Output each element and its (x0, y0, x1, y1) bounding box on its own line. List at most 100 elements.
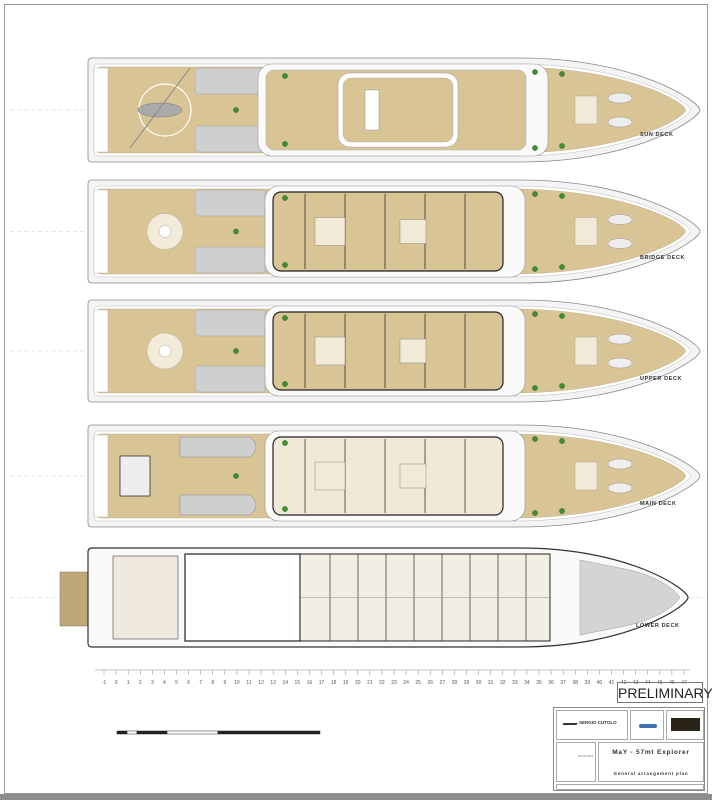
table (158, 344, 172, 358)
ruler-tick-label: 14 (282, 680, 288, 686)
aft-steps (93, 189, 109, 274)
plant-icon (233, 473, 239, 479)
scale-bar-segment (126, 730, 138, 735)
jetski-icon (607, 238, 633, 249)
plant-icon (559, 193, 565, 199)
helicopter-icon (137, 102, 183, 118)
ruler-tick-label: 43 (633, 680, 639, 686)
plant-icon (282, 440, 288, 446)
plant-icon (559, 383, 565, 389)
ruler-tick-label: 20 (355, 680, 361, 686)
ruler-tick-label: 15 (295, 680, 301, 686)
plant-icon (532, 266, 538, 272)
foredeck-lounge (574, 217, 598, 246)
jetski-icon (607, 458, 633, 470)
ruler-tick-label: 3 (151, 680, 154, 686)
scale-bar-segment (136, 730, 168, 735)
jetski-icon (607, 116, 633, 128)
plant-icon (559, 264, 565, 270)
designer-logo-icon (562, 723, 578, 725)
ruler-tick-label: 31 (488, 680, 494, 686)
ruler-tick-label: 16 (307, 680, 313, 686)
plant-icon (532, 311, 538, 317)
disclaimer-cell (556, 784, 704, 790)
side-deck-starboard (194, 246, 266, 274)
plant-icon (282, 315, 288, 321)
deck-upper: UPPER DECK (10, 299, 705, 403)
side-deck-starboard (194, 365, 266, 393)
ruler-tick-label: -1 (102, 680, 107, 686)
jetski-icon (607, 482, 633, 494)
plant-icon (233, 107, 239, 113)
aft-steps (93, 434, 109, 518)
plant-icon (559, 143, 565, 149)
info-fields: 22.05.2014 (556, 742, 596, 782)
deck-main: MAIN DECK (10, 424, 705, 528)
drawing-title: General arrangement plan (613, 771, 689, 776)
drawing-frame (4, 4, 708, 794)
ruler-tick-label: 4 (163, 680, 166, 686)
ruler-tick-label: 27 (440, 680, 446, 686)
ruler-tick-label: 34 (524, 680, 530, 686)
ruler-tick-label: 30 (476, 680, 482, 686)
designer-logo-cell: SERGIO CUTOLO (556, 710, 628, 740)
ruler-tick-label: 39 (585, 680, 591, 686)
ruler-tick-label: 46 (669, 680, 675, 686)
rotor-blade (129, 67, 191, 149)
jetski-icon (607, 357, 633, 369)
ruler-tick-label: 41 (609, 680, 615, 686)
interior (272, 311, 504, 391)
ruler-tick-label: 13 (270, 680, 276, 686)
table (158, 225, 172, 238)
tender-starboard (179, 494, 257, 516)
plant-icon (233, 228, 239, 235)
ruler-tick-label: 0 (115, 680, 118, 686)
deck-sun: SUN DECK (10, 57, 705, 163)
plant-icon (282, 141, 288, 147)
project-cell: MaY - 57mt Explorer General arrangement … (598, 742, 704, 782)
flybridge-deck (342, 77, 454, 143)
ruler-tick-label: 6 (187, 680, 190, 686)
plant-icon (282, 73, 288, 79)
jetski-icon (607, 214, 633, 225)
ruler-tick-label: 28 (452, 680, 458, 686)
foredeck-lounge (574, 95, 598, 125)
aft-stairs (119, 455, 151, 497)
plant-icon (532, 436, 538, 442)
ruler-tick-label: 18 (331, 680, 337, 686)
plant-icon (559, 313, 565, 319)
side-deck-port (194, 309, 266, 337)
plant-icon (559, 438, 565, 444)
aft-steps (93, 67, 109, 153)
owner-logo-icon (671, 718, 700, 731)
ruler-tick-label: 47 (681, 680, 687, 686)
status-stamp: PRELIMINARY (617, 682, 712, 703)
plant-icon (532, 69, 538, 75)
ruler-tick-label: 5 (175, 680, 178, 686)
ruler-tick-label: 1 (127, 680, 130, 686)
ruler-tick-label: 19 (343, 680, 349, 686)
ruler-tick-label: 11 (246, 680, 251, 686)
bottom-band (0, 794, 712, 800)
ruler-tick-label: 26 (427, 680, 433, 686)
ruler-tick-label: 38 (572, 680, 578, 686)
scale-bar-segment (217, 730, 321, 735)
scale-bar-segment (166, 730, 219, 735)
ruler-tick-label: 32 (500, 680, 506, 686)
owner-logo-cell (666, 710, 704, 740)
deck-lower: LOWER DECK (10, 547, 705, 648)
dining-table (364, 89, 380, 131)
ruler-tick-label: 24 (403, 680, 409, 686)
plant-icon (532, 510, 538, 516)
designer-name: SERGIO CUTOLO (579, 720, 617, 725)
title-block: SERGIO CUTOLO 22.05.2014 MaY - 57mt Expl… (553, 707, 705, 791)
ruler-tick-label: 45 (657, 680, 663, 686)
builder-logo-icon (639, 724, 657, 728)
ruler-tick-label: 44 (645, 680, 651, 686)
side-deck-port (194, 189, 266, 217)
bow-compartment (579, 559, 681, 636)
furniture (314, 336, 346, 366)
jetski-icon (607, 333, 633, 345)
